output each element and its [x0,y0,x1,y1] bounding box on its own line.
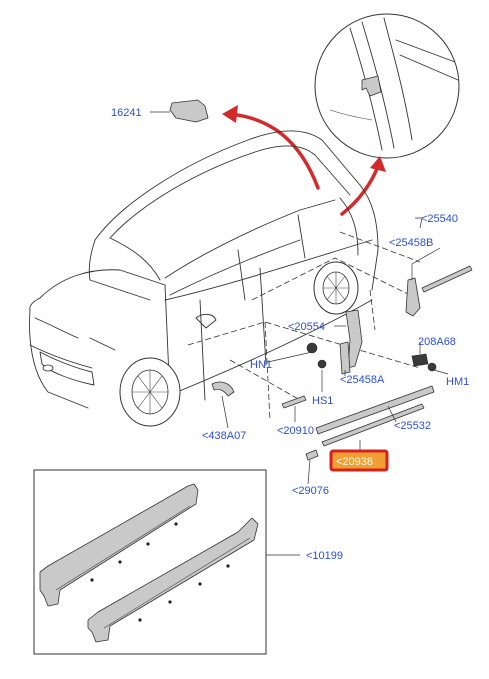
callout-25458A[interactable]: <25458A [340,374,385,386]
callout-25458B[interactable]: <25458B [389,237,433,249]
callout-20910[interactable]: <20910 [277,425,314,437]
inset-box [33,469,267,655]
projection-lines [187,231,421,421]
callout-16241[interactable]: 16241 [111,107,142,119]
detail-magnifier [314,13,460,159]
vehicle-outline [29,130,379,427]
callout-438A07[interactable]: <438A07 [202,430,246,442]
callout-HM1[interactable]: HM1 [446,376,469,388]
callout-29076[interactable]: <29076 [292,485,329,497]
callout-labels: 16241 <25540 <25458B <20554 208A68 HN1 H… [111,107,469,562]
callout-25532[interactable]: <25532 [394,420,431,432]
selected-part-highlight[interactable] [329,449,389,472]
callout-10199[interactable]: <10199 [306,550,343,562]
callout-20554[interactable]: <20554 [288,321,325,333]
callout-20938[interactable]: <20938 [336,456,373,468]
callout-25540[interactable]: <25540 [421,213,458,225]
callout-HN1[interactable]: HN1 [250,359,272,371]
callout-HS1[interactable]: HS1 [312,395,333,407]
parts [169,99,473,461]
callout-208A68[interactable]: 208A68 [418,336,456,348]
